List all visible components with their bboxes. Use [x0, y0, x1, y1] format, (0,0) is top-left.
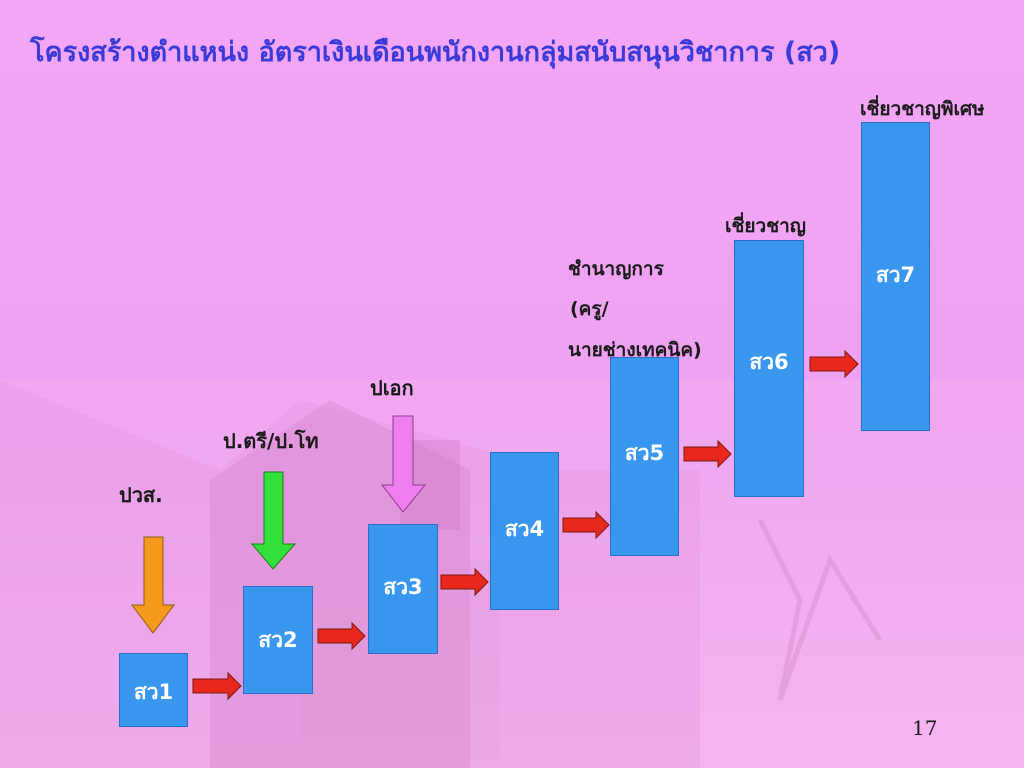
caption-sv5-line3: นายช่างเทคนิค) [568, 339, 702, 361]
level-label-sv7: สว7 [875, 263, 916, 287]
slide-title: โครงสร้างตำแหน่ง อัตราเงินเดือนพนักงานกล… [30, 37, 841, 68]
level-label-sv5: สว5 [624, 441, 665, 465]
level-box-sv1 [119, 653, 188, 727]
page-number: 17 [912, 716, 938, 740]
level-box-sv6 [734, 240, 804, 497]
level-box-sv2 [243, 586, 313, 694]
level-box-sv7 [861, 122, 930, 431]
level-box-sv4 [490, 452, 559, 610]
caption-sv7: เชี่ยวชาญพิเศษ [860, 98, 985, 120]
level-label-sv6: สว6 [749, 350, 789, 374]
caption-sv3: ปเอก [370, 376, 414, 400]
level-label-sv1: สว1 [133, 680, 174, 704]
level-box-sv5 [610, 357, 679, 556]
level-label-sv4: สว4 [504, 517, 545, 541]
caption-sv6: เชี่ยวชาญ [725, 215, 806, 237]
caption-sv5-line1: ชำนาญการ [568, 258, 664, 280]
level-label-sv3: สว3 [383, 575, 423, 599]
caption-sv2: ป.ตรี/ป.โท [223, 429, 319, 453]
caption-sv1: ปวส. [119, 483, 163, 507]
level-label-sv2: สว2 [258, 628, 298, 652]
level-box-sv3 [368, 524, 438, 654]
caption-sv5-line2: (ครู/ [570, 298, 609, 320]
